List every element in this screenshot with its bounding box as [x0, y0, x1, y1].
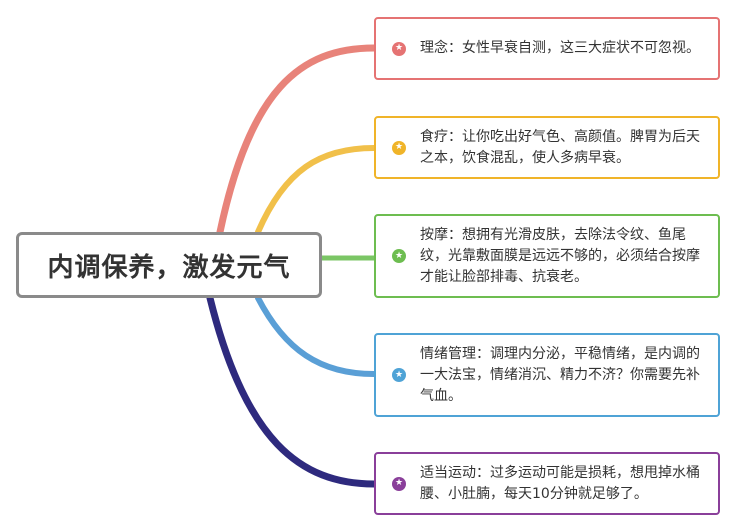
- topic-exercise-text: 适当运动：过多运动可能是损耗，想甩掉水桶腰、小肚腩，每天10分钟就足够了。: [420, 464, 700, 502]
- topic-concept-text: 理念：女性早衰自测，这三大症状不可忽视。: [420, 40, 700, 56]
- star-icon: ★: [392, 249, 406, 263]
- topic-diet-text: 食疗：让你吃出好气色、高颜值。脾胃为后天之本，饮食混乱，使人多病早衰。: [420, 128, 700, 166]
- star-icon: ★: [392, 41, 406, 56]
- topic-massage[interactable]: ★ 按摩：想拥有光滑皮肤，去除法令纹、鱼尾纹，光靠敷面膜是远远不够的，必须结合按…: [374, 214, 720, 298]
- topic-emotion[interactable]: ★ 情绪管理：调理内分泌，平稳情绪，是内调的一大法宝，情绪消沉、精力不济？你需要…: [374, 333, 720, 417]
- star-icon: ★: [392, 476, 406, 491]
- branch-diet: [255, 145, 377, 235]
- branch-exercise: [206, 294, 378, 488]
- topic-diet[interactable]: ★ 食疗：让你吃出好气色、高颜值。脾胃为后天之本，饮食混乱，使人多病早衰。: [374, 116, 720, 179]
- central-topic-title: 内调保养，激发元气: [47, 252, 291, 283]
- central-topic[interactable]: 内调保养，激发元气: [16, 232, 322, 298]
- topic-emotion-text: 情绪管理：调理内分泌，平稳情绪，是内调的一大法宝，情绪消沉、精力不济？你需要先补…: [420, 345, 700, 404]
- topic-massage-text: 按摩：想拥有光滑皮肤，去除法令纹、鱼尾纹，光靠敷面膜是远远不够的，必须结合按摩才…: [420, 226, 700, 285]
- topic-concept[interactable]: ★ 理念：女性早衰自测，这三大症状不可忽视。: [374, 17, 720, 80]
- branch-emotion: [255, 295, 377, 377]
- branch-concept: [216, 44, 378, 236]
- star-icon: ★: [392, 140, 406, 155]
- star-icon: ★: [392, 368, 406, 382]
- topic-exercise[interactable]: ★ 适当运动：过多运动可能是损耗，想甩掉水桶腰、小肚腩，每天10分钟就足够了。: [374, 452, 720, 515]
